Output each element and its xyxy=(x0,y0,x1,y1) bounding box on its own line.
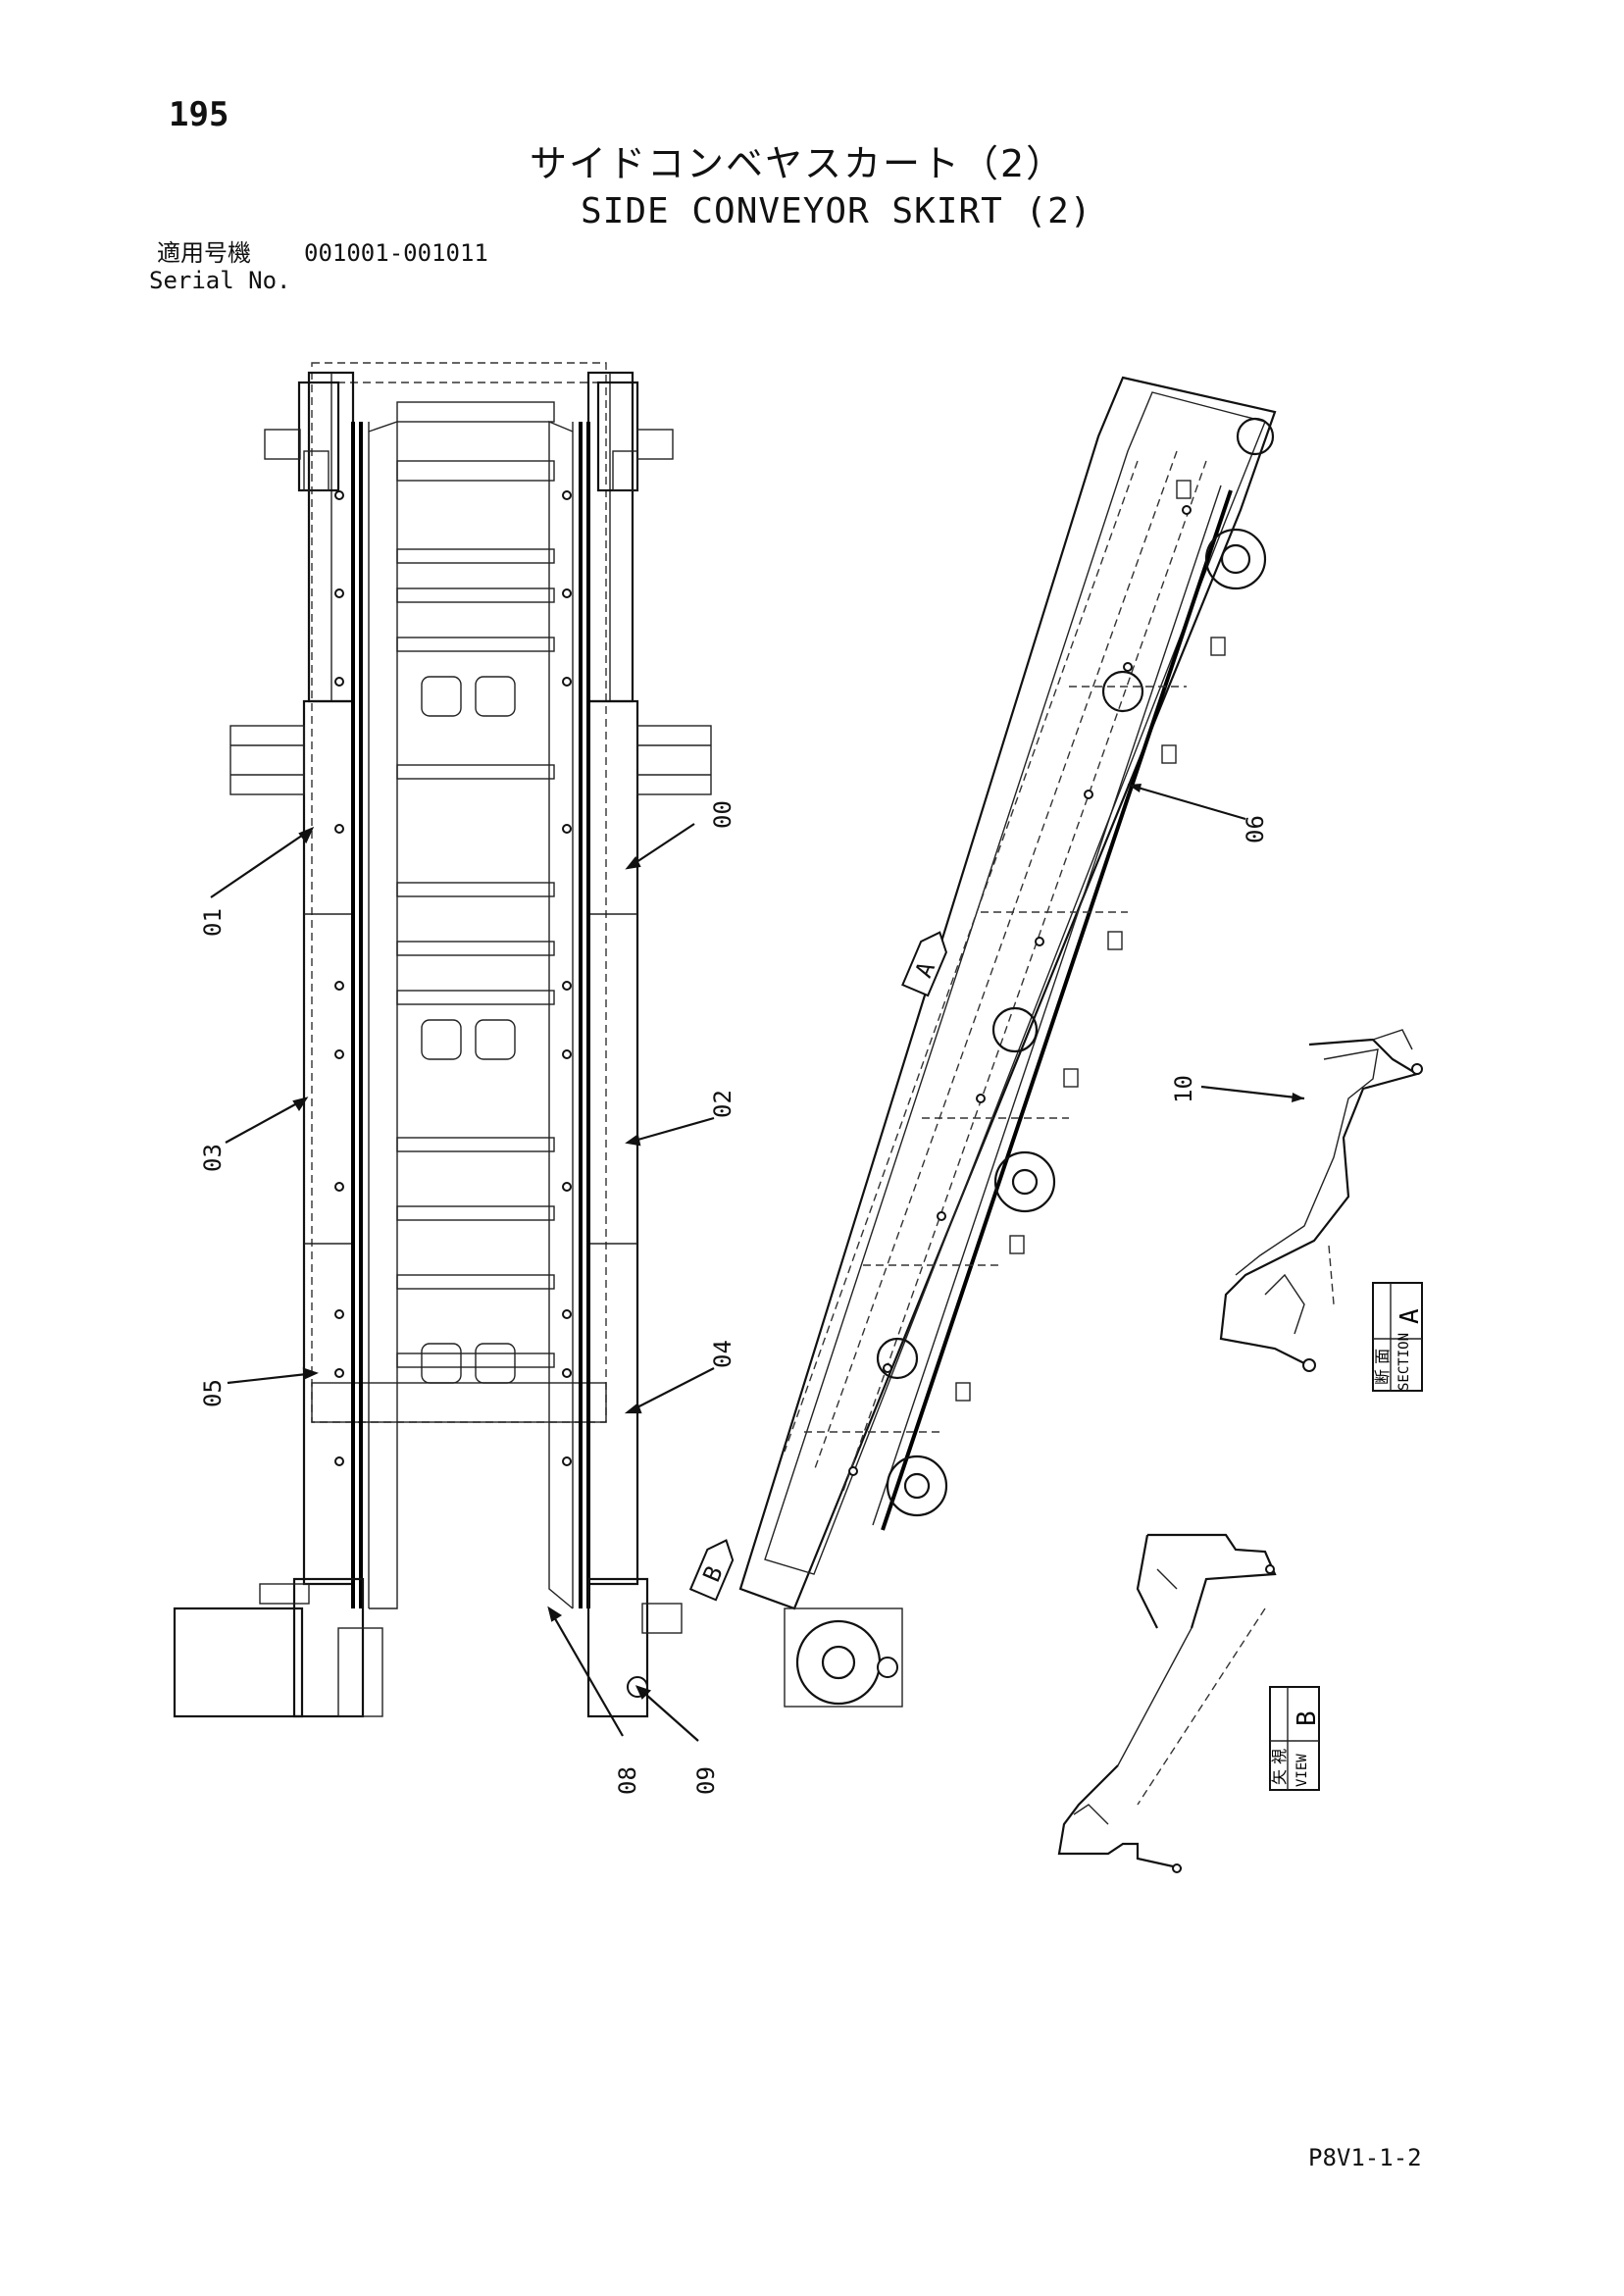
callout-10: 10 xyxy=(1170,1075,1197,1103)
callout-03: 03 xyxy=(199,1144,227,1172)
callout-05: 05 xyxy=(199,1379,227,1407)
callout-02: 02 xyxy=(709,1090,736,1118)
callout-06: 06 xyxy=(1242,815,1269,843)
svg-text:断 面: 断 面 xyxy=(1373,1349,1392,1385)
svg-text:B: B xyxy=(1293,1710,1322,1726)
page-title-japanese: サイドコンベヤスカート（2） xyxy=(530,142,1066,185)
svg-text:A: A xyxy=(1396,1308,1425,1324)
conveyor-top-view: 01 00 03 02 05 04 08 09 xyxy=(173,362,736,1795)
callout-01: 01 xyxy=(199,908,227,937)
svg-text:矢 視: 矢 視 xyxy=(1270,1749,1289,1785)
serial-label-japanese: 適用号機 xyxy=(157,239,251,267)
section-a-detail: 10 断 面 SECTION A xyxy=(1170,1029,1425,1392)
callout-08: 08 xyxy=(614,1766,641,1795)
svg-text:VIEW: VIEW xyxy=(1294,1754,1310,1787)
serial-label-english: Serial No. xyxy=(149,267,291,294)
view-marker-b: B xyxy=(688,1539,735,1602)
conveyor-side-view: 06 A B xyxy=(688,376,1277,1708)
view-b-label: 矢 視 VIEW B xyxy=(1269,1686,1322,1791)
callout-09: 09 xyxy=(692,1766,720,1795)
callout-04: 04 xyxy=(709,1340,736,1368)
view-marker-a: A xyxy=(901,931,947,997)
page-number: 195 xyxy=(169,95,229,134)
svg-text:SECTION: SECTION xyxy=(1396,1333,1412,1391)
callout-00: 00 xyxy=(709,800,736,829)
serial-number-range: 001001-001011 xyxy=(304,239,488,267)
drawing-code: P8V1-1-2 xyxy=(1308,2144,1422,2171)
page-title-english: SIDE CONVEYOR SKIRT (2) xyxy=(581,191,1092,231)
section-a-label: 断 面 SECTION A xyxy=(1372,1282,1425,1392)
view-b-detail: 矢 視 VIEW B xyxy=(1057,1533,1322,1873)
